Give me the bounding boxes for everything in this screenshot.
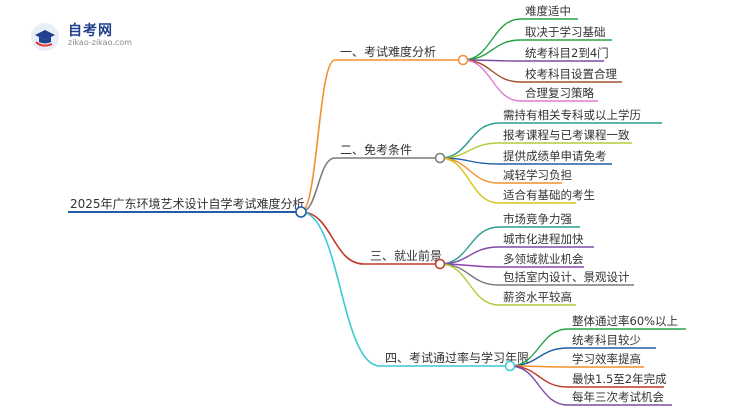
branch-connector: [300, 211, 365, 265]
leaf-connector: [439, 157, 500, 204]
leaf-connector: [439, 263, 500, 306]
leaf-connector: [462, 18, 522, 61]
graduation-cap-icon: [31, 23, 59, 51]
leaf-label: 需持有相关专科或以上学历: [503, 108, 641, 122]
leaf-label: 市场竞争力强: [503, 212, 572, 226]
leaf-connector: [439, 122, 500, 159]
leaf-label: 提供成绩单申请免考: [503, 149, 607, 163]
leaf-label: 取决于学习基础: [525, 25, 606, 39]
leaf-label: 城市化进程加快: [503, 232, 584, 246]
leaf-label: 校考科目设置合理: [525, 67, 617, 81]
branch-connector: [300, 59, 336, 213]
leaf-label: 统考科目较少: [572, 333, 641, 347]
root-label: 2025年广东环境艺术设计自学考试难度分析: [70, 196, 305, 211]
leaf-label: 包括室内设计、景观设计: [503, 270, 630, 284]
leaf-label: 适合有基础的考生: [503, 188, 595, 202]
leaf-label: 减轻学习负担: [503, 168, 572, 182]
branch-connector: [300, 211, 381, 367]
leaf-label: 整体通过率60%以上: [572, 314, 678, 328]
branch-connector: [300, 157, 336, 213]
leaf-connector: [462, 39, 522, 61]
leaf-connector: [439, 226, 500, 265]
branch-node: [504, 360, 516, 372]
leaf-connector: [509, 365, 569, 388]
logo-subtitle: zikao-zikao.com: [68, 38, 132, 47]
leaf-label: 每年三次考试机会: [572, 390, 664, 404]
branch-label: 四、考试通过率与学习年限: [385, 350, 529, 365]
leaf-connector: [509, 365, 569, 406]
leaf-label: 难度适中: [525, 4, 571, 18]
root-node: [295, 206, 307, 218]
leaf-label: 薪资水平较高: [503, 290, 572, 304]
branch-node: [434, 258, 446, 270]
branch-node: [434, 152, 446, 164]
branch-node: [457, 54, 469, 66]
leaf-label: 统考科目2到4门: [525, 46, 609, 60]
logo-title: 自考网: [68, 23, 113, 39]
leaf-label: 学习效率提高: [572, 352, 641, 366]
branch-label: 三、就业前景: [370, 248, 442, 263]
leaf-label: 合理复习策略: [525, 86, 594, 100]
branch-label: 二、免考条件: [340, 142, 412, 157]
leaf-label: 报考课程与已考课程一致: [503, 128, 630, 142]
leaf-connector: [439, 142, 500, 159]
site-logo: 自考网 zikao-zikao.com: [30, 20, 170, 54]
leaf-label: 最快1.5至2年完成: [572, 372, 667, 386]
leaf-connector: [439, 246, 500, 265]
leaf-label: 多领域就业机会: [503, 252, 584, 266]
branch-label: 一、考试难度分析: [340, 44, 436, 59]
leaf-connector: [462, 59, 522, 83]
leaf-connector: [462, 59, 522, 102]
